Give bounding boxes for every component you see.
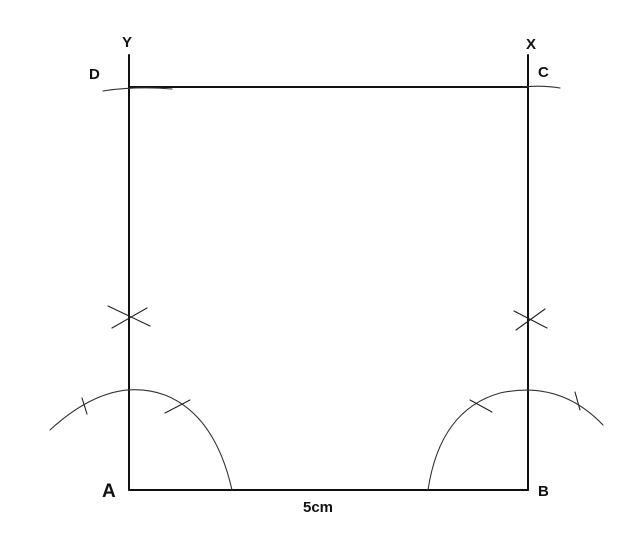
arc-mark-a-left — [81, 397, 88, 415]
intersection-mark-b — [513, 308, 548, 331]
arc-at-c — [521, 85, 561, 89]
label-a: A — [102, 481, 116, 502]
label-c: C — [538, 64, 549, 81]
arc-mark-b-left — [469, 399, 493, 413]
label-x: X — [526, 36, 536, 53]
arc-mark-a-right — [164, 399, 191, 414]
label-b: B — [538, 483, 549, 500]
intersection-mark-a — [107, 305, 151, 329]
label-base-length: 5cm — [303, 499, 333, 516]
arc-at-b — [427, 389, 604, 491]
arc-at-d — [102, 87, 173, 92]
arc-at-a — [49, 389, 233, 491]
label-d: D — [89, 66, 100, 83]
arc-mark-b-right — [574, 391, 581, 411]
label-y: Y — [122, 34, 132, 51]
